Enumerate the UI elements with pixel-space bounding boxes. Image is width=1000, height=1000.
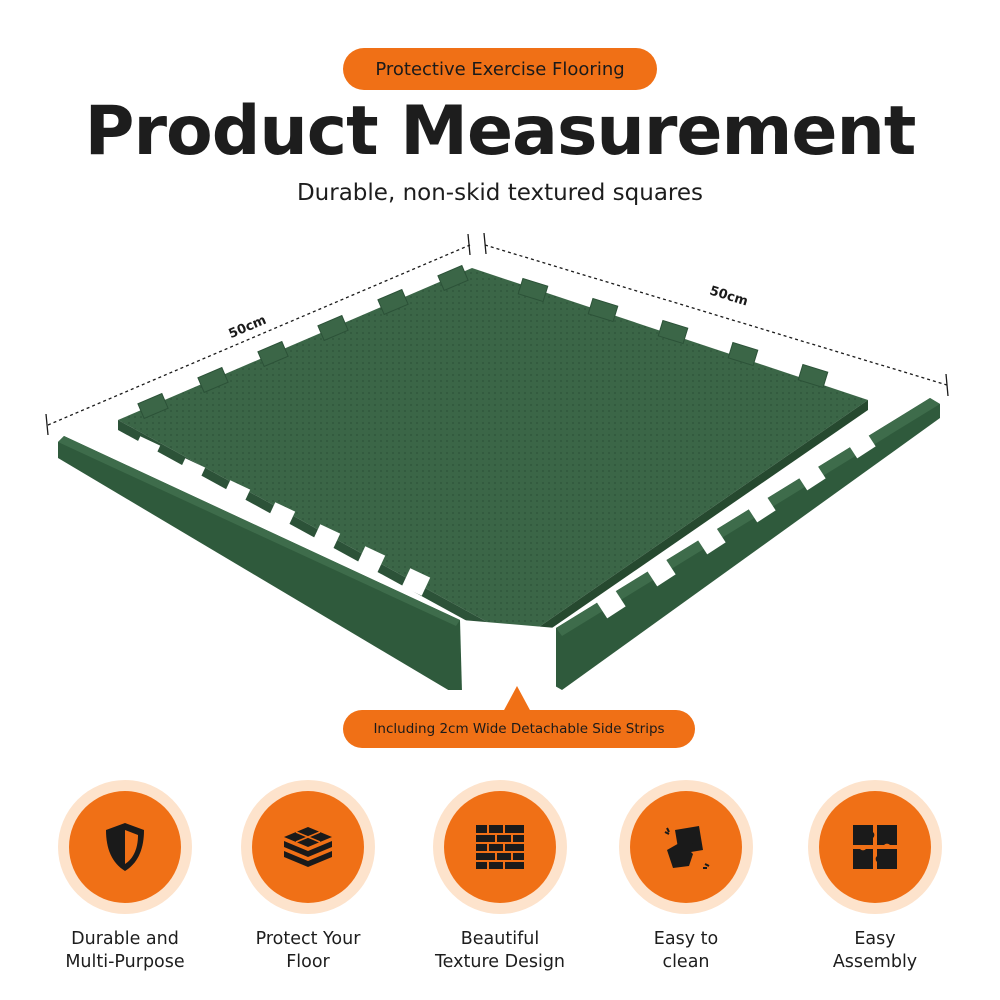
mat-top <box>118 268 868 650</box>
feature-label-line2: clean <box>662 952 710 972</box>
feature-clean: Easy to clean <box>611 780 761 974</box>
feature-label-line1: Easy <box>854 929 896 949</box>
puzzle-icon <box>853 825 897 869</box>
feature-label-line1: Easy to <box>653 929 719 949</box>
dimension-left-label: 50cm <box>227 313 269 342</box>
feature-assembly: Easy Assembly <box>800 780 950 974</box>
mat-illustration: 50cm 50cm <box>45 232 949 690</box>
strip-pointer <box>503 686 531 712</box>
feature-label-line2: Texture Design <box>434 952 566 972</box>
front-gaps <box>131 429 876 619</box>
left-side-strip <box>58 436 462 690</box>
dimension-right-label: 50cm <box>708 284 750 310</box>
category-badge: Protective Exercise Flooring <box>343 48 657 90</box>
page-subtitle: Durable, non-skid textured squares <box>296 180 704 206</box>
feature-label-line1: Durable and <box>71 929 179 949</box>
feature-label-line1: Protect Your <box>255 929 361 949</box>
stacked-tiles-icon <box>284 827 332 867</box>
cleaning-hand-icon <box>664 826 710 869</box>
feature-label-line2: Multi-Purpose <box>65 952 185 972</box>
shield-icon <box>106 823 144 871</box>
feature-protect: Protect Your Floor <box>233 780 383 974</box>
strip-note-badge: Including 2cm Wide Detachable Side Strip… <box>343 710 695 748</box>
brick-wall-icon <box>476 825 524 869</box>
feature-label-line2: Floor <box>286 952 330 972</box>
feature-label-line1: Beautiful <box>460 929 540 949</box>
page-title: Product Measurement <box>84 92 917 171</box>
feature-label-line2: Assembly <box>832 952 918 972</box>
mat-teeth <box>137 264 829 420</box>
feature-durable: Durable and Multi-Purpose <box>50 780 200 974</box>
dimension-lines <box>47 244 948 426</box>
feature-texture: Beautiful Texture Design <box>425 780 575 974</box>
